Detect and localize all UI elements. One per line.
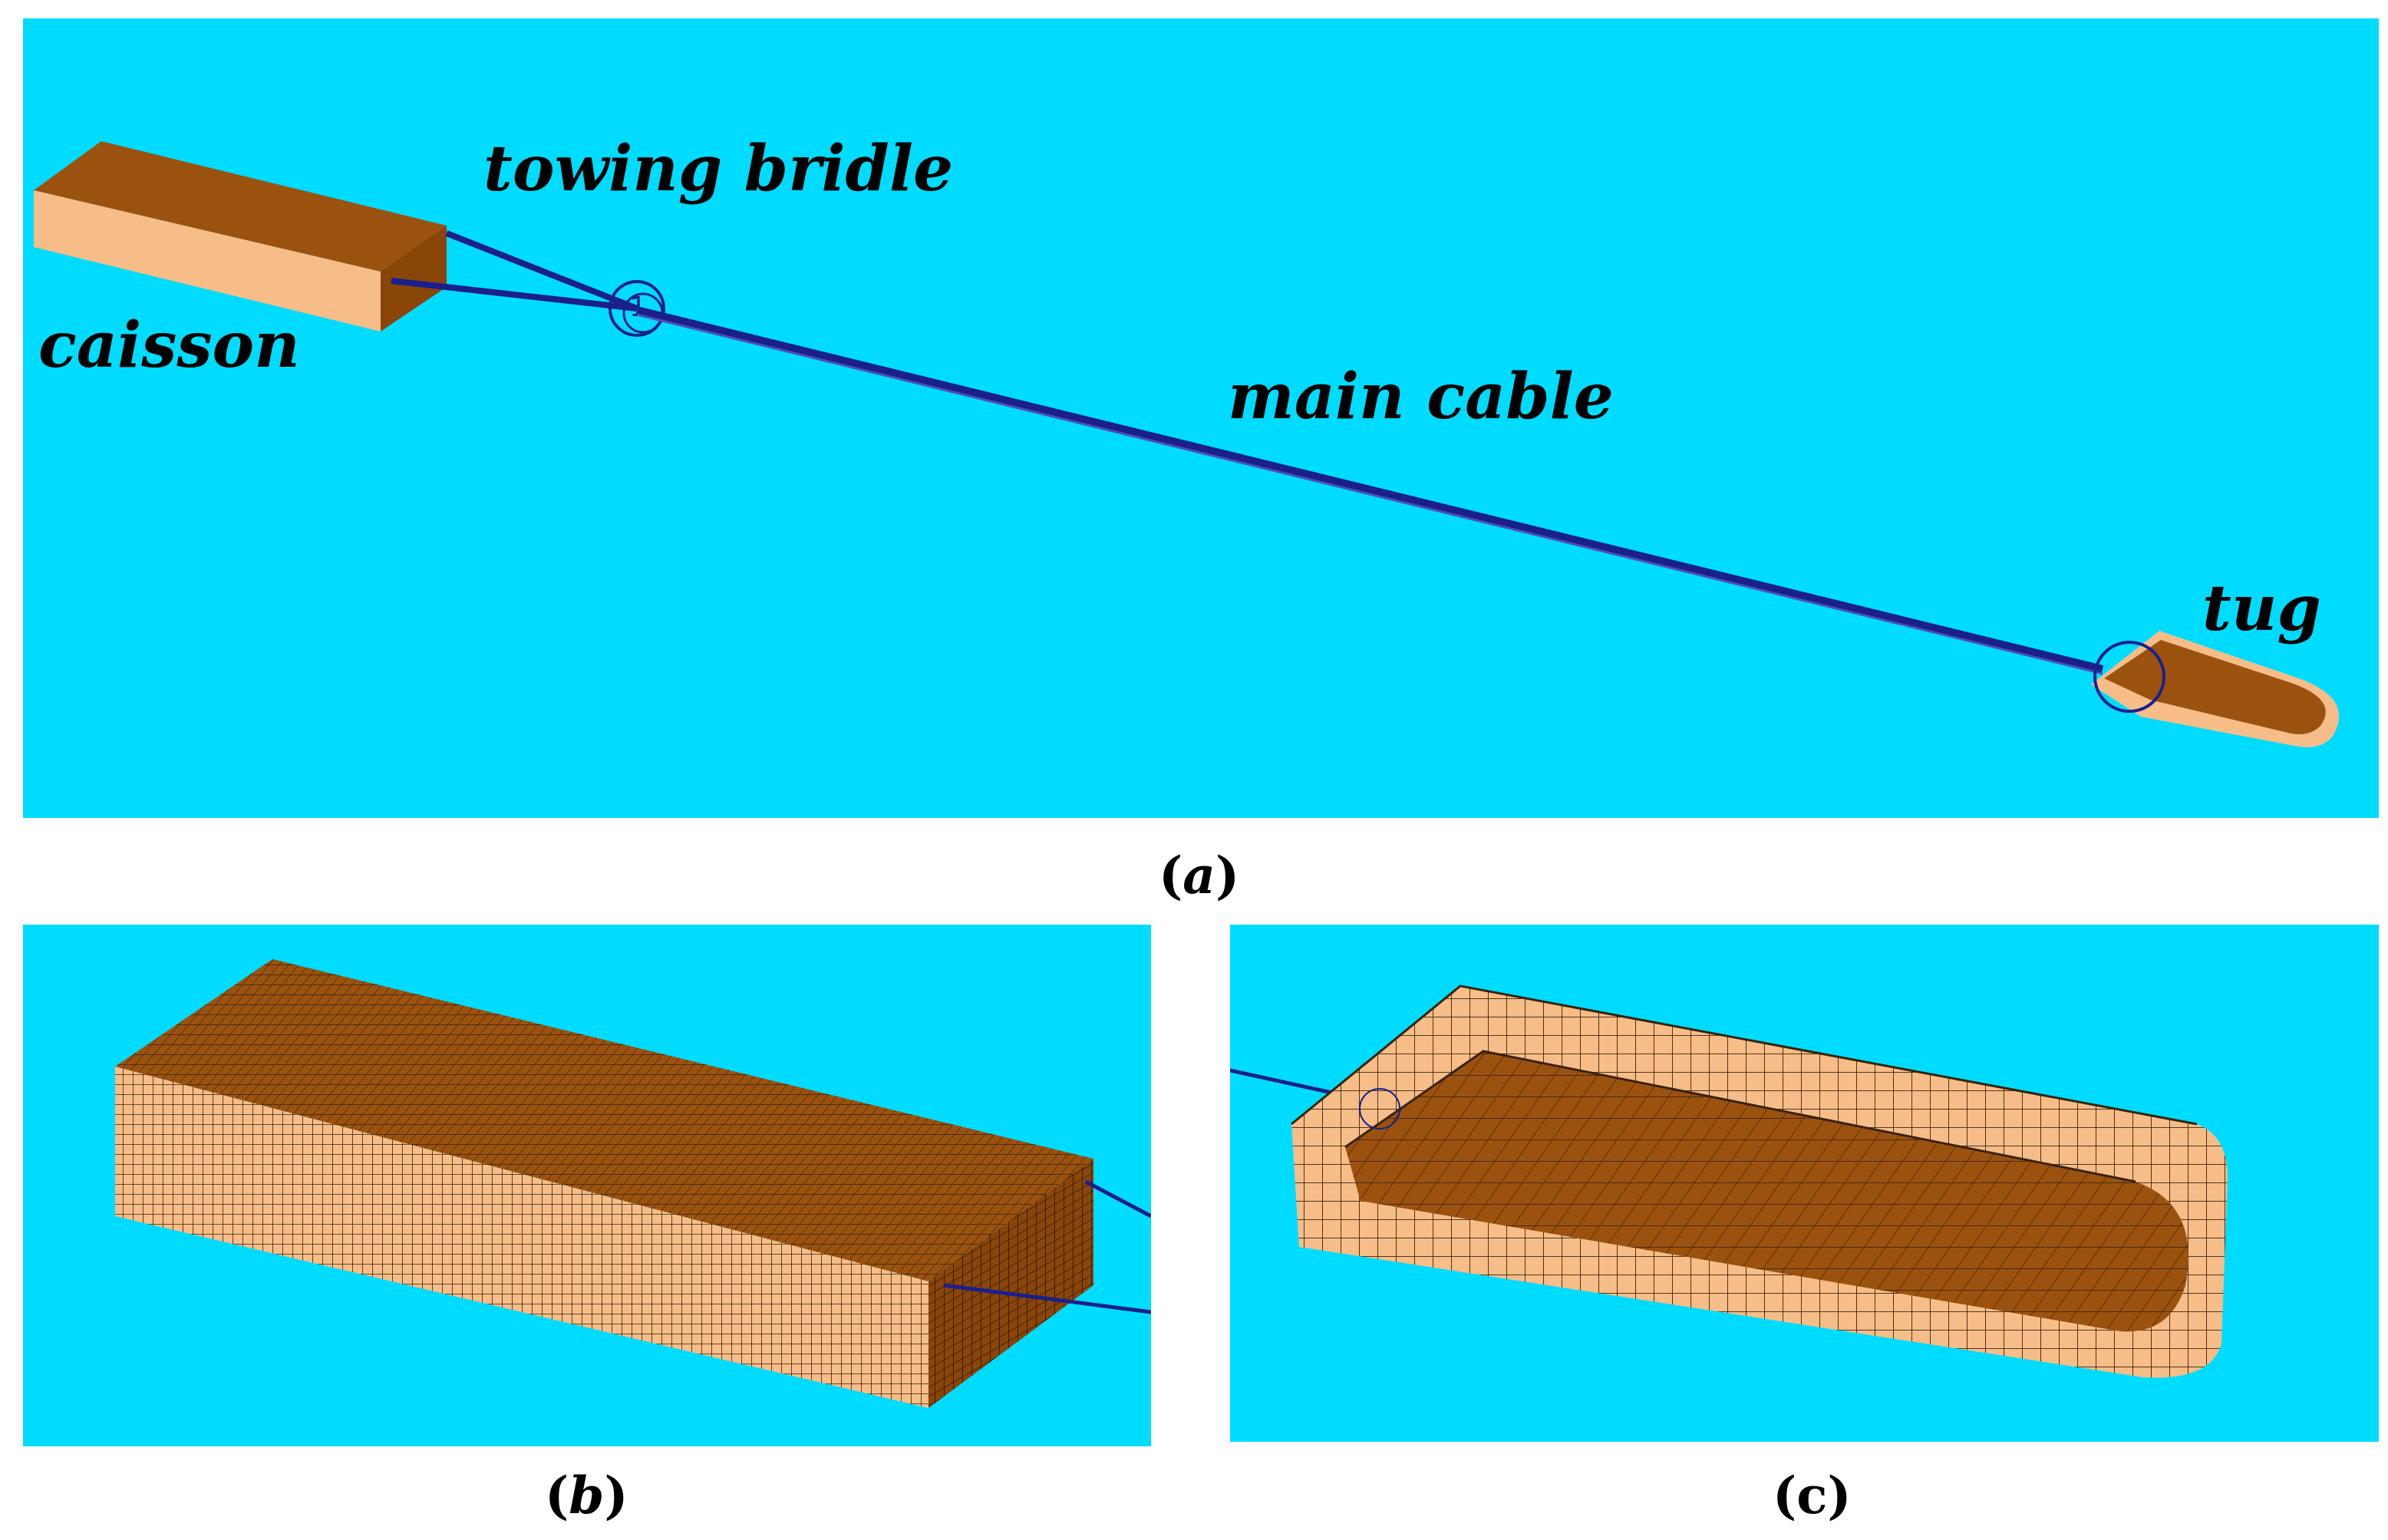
caisson-mesh-end (928, 1159, 1093, 1408)
caption-a: (a) (1159, 850, 1239, 901)
caisson-model (34, 141, 447, 331)
caisson-bridle-lines (943, 1179, 1151, 1314)
caisson-mesh-scene (115, 959, 1151, 1408)
caption-b-open: ( (545, 1466, 569, 1525)
caisson-mesh-top (115, 959, 1093, 1281)
caisson-label: caisson (38, 308, 300, 382)
caption-b-close: ) (604, 1466, 628, 1525)
tug-label: tug (2202, 572, 2321, 645)
tug-connection-point (1359, 1088, 1400, 1129)
towing-bridle-label: towing bridle (483, 132, 954, 206)
caption-b-letter: b (569, 1466, 605, 1525)
main-cable-line (635, 306, 2104, 675)
tug-mesh-deck (1345, 1051, 2188, 1332)
caption-b: (b) (545, 1470, 628, 1521)
caisson-top-face (34, 141, 447, 272)
towing-bridle-lines (391, 230, 638, 312)
tug-mesh-scene (1230, 984, 2228, 1378)
caisson-mesh-side (115, 1067, 928, 1408)
caisson-end-face (381, 226, 447, 331)
overview-panel: 1 towing bridle caisson main cable tug (23, 18, 2379, 818)
caisson-side-face (34, 190, 381, 331)
overview-scene: 1 (34, 141, 2340, 747)
caption-a-letter: a (1182, 846, 1215, 905)
caption-c: (c) (1773, 1466, 1852, 1525)
caption-a-close: ) (1215, 846, 1240, 905)
tug-mesh-panel (1230, 925, 2379, 1442)
tug-model (2091, 631, 2340, 747)
main-cable-label: main cable (1228, 360, 1614, 434)
caption-a-open: ( (1159, 846, 1183, 905)
caisson-mesh-panel (23, 925, 1151, 1446)
